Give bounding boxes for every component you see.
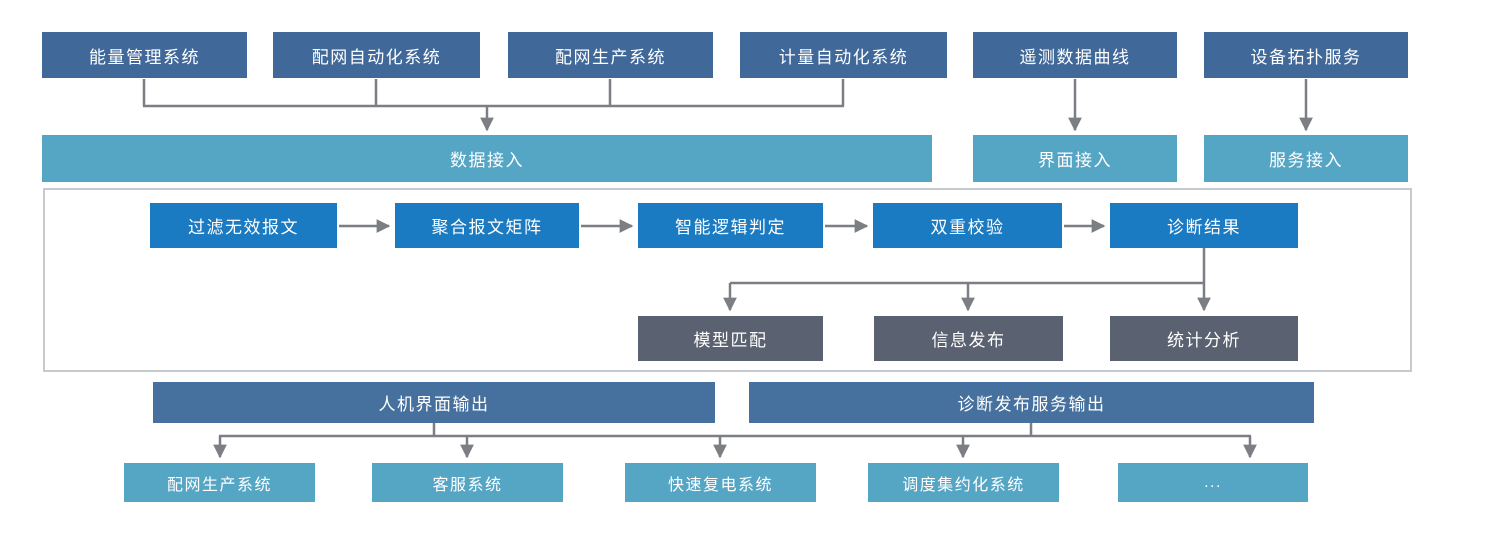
source-node-distribution-production-system: 配网生产系统: [508, 32, 713, 78]
consumer-node-dispatch-centralization-system: 调度集约化系统: [868, 463, 1059, 502]
result-node-statistical-analysis: 统计分析: [1110, 316, 1298, 361]
source-node-device-topology-service: 设备拓扑服务: [1204, 32, 1408, 78]
output-node-diagnosis-publish-service-output: 诊断发布服务输出: [749, 382, 1314, 423]
consumer-node-customer-service-system: 客服系统: [372, 463, 563, 502]
source-node-distribution-automation-system: 配网自动化系统: [273, 32, 480, 78]
pipeline-node-aggregate-message-matrix: 聚合报文矩阵: [395, 203, 579, 248]
pipeline-node-filter-invalid-messages: 过滤无效报文: [150, 203, 337, 248]
source-node-telemetry-data-curve: 遥测数据曲线: [973, 32, 1177, 78]
consumer-node-distribution-production-system: 配网生产系统: [124, 463, 315, 502]
consumer-node-rapid-power-restoration-system: 快速复电系统: [625, 463, 816, 502]
output-node-hmi-output: 人机界面输出: [153, 382, 715, 423]
connector-outputs-to-consumers: [213, 423, 1257, 459]
consumer-node-more-systems: ...: [1118, 463, 1308, 502]
access-node-data-access: 数据接入: [42, 135, 932, 182]
source-node-metering-automation-system: 计量自动化系统: [740, 32, 947, 78]
access-node-ui-access: 界面接入: [973, 135, 1177, 182]
pipeline-node-diagnosis-result: 诊断结果: [1110, 203, 1298, 248]
connector-diagnosis-to-results: [723, 248, 1211, 312]
pipeline-node-double-verification: 双重校验: [873, 203, 1062, 248]
connector-sources-to-data-access: [142, 79, 845, 132]
result-node-information-publishing: 信息发布: [874, 316, 1063, 361]
result-node-model-matching: 模型匹配: [638, 316, 823, 361]
source-node-energy-management-system: 能量管理系统: [42, 32, 247, 78]
access-node-service-access: 服务接入: [1204, 135, 1408, 182]
pipeline-node-intelligent-logic-judgment: 智能逻辑判定: [638, 203, 823, 248]
